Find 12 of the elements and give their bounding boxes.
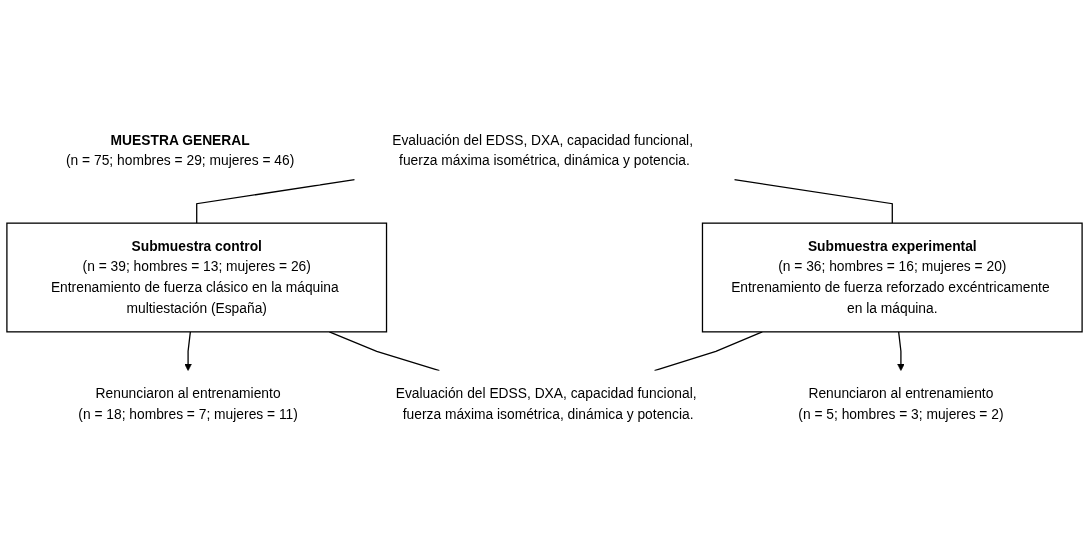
node-text: Renunciaron al entrenamiento (n = 18; hombres = 7; mujeres = 11) xyxy=(78,386,298,422)
node-text: Renunciaron al entrenamiento (n = 5; hombres = 3; mujeres = 2) xyxy=(798,386,1004,422)
node-box: Submuestra experimental (n = 36; hombres = 16; mujeres = 20) Entrenamiento de fuerza reforzado excéntricamente en la máquina. xyxy=(701,222,1083,333)
node-box: Submuestra control (n = 39; hombres = 13; mujeres = 26) Entrenamiento de fuerza clásico en la máquina multiestación (España) xyxy=(6,222,388,333)
node-text: MUESTRA GENERAL (n = 75; hombres = 29; mujeres = 46) xyxy=(66,132,295,168)
node-text: Evaluación del EDSS, DXA, capacidad funcional, fuerza máxima isométrica, dinámica y potencia. xyxy=(395,386,697,422)
connector xyxy=(196,179,356,224)
arrow xyxy=(184,331,192,372)
arrow xyxy=(897,331,905,372)
node-text: Evaluación del EDSS, DXA, capacidad funcional, fuerza máxima isométrica, dinámica y potencia. xyxy=(392,132,693,168)
connector xyxy=(733,179,893,224)
connector xyxy=(653,331,763,372)
